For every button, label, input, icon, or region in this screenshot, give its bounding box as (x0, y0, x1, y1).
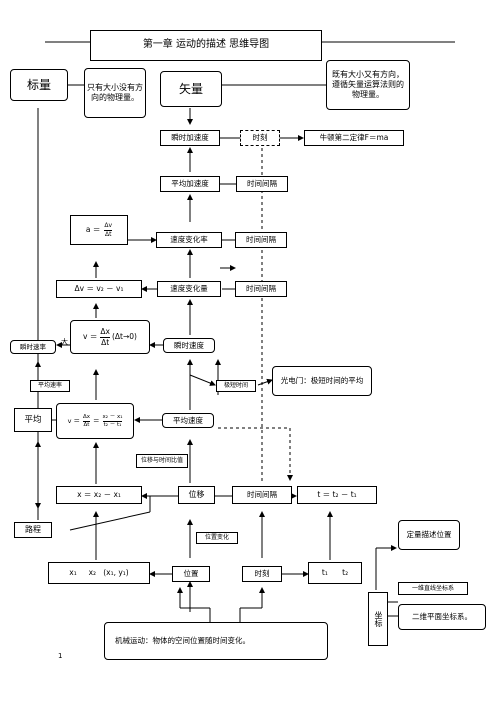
avg-vel-box: 平均速度 (162, 413, 214, 428)
t-formula-box: t ＝ t₂ － t₁ (297, 486, 377, 504)
position-label: 位置 (183, 569, 199, 579)
interval-1-label: 时间间隔 (247, 179, 277, 189)
position-box: 位置 (172, 566, 210, 582)
interval-3-label: 时间间隔 (246, 284, 276, 294)
disp-per-time-box: 位移与时间比值 (136, 454, 188, 468)
extreme-box: 极短时间 (216, 380, 256, 392)
photogate-box: 光电门：极短时间的平均 (272, 366, 372, 396)
coord-2d-label: 二维平面坐标系。 (412, 612, 472, 622)
scalar-desc: 只有大小没有方向的物理量。 (87, 83, 143, 102)
coord-2d-box: 二维平面坐标系。 (398, 604, 486, 630)
equals-sign: ＝ (93, 416, 100, 425)
avg-accel-box: 平均加速度 (160, 176, 220, 192)
disp-per-time-label: 位移与时间比值 (140, 457, 183, 465)
pos-change-label: 位置变化 (204, 534, 229, 542)
mech-motion-label: 机械运动：物体的空间位置随时间变化。 (115, 636, 250, 646)
path-label: 路程 (25, 525, 41, 534)
v-limit-num: Δx (100, 327, 110, 338)
avg-v-f2-den: t₂ － t₁ (103, 421, 122, 428)
coord-1d-label: 一维直线坐标系 (411, 584, 454, 592)
disp-formula-box: x ＝ x₂ － x₁ (56, 486, 142, 504)
avg-v-f1-num: Δx (82, 413, 91, 422)
a-formula-box: a ＝ Δv Δt (70, 215, 128, 245)
scalar-desc-box: 只有大小没有方向的物理量。 (84, 68, 146, 118)
newton-label: 牛顿第二定律F＝ma (319, 133, 389, 143)
avg-v-f2-num: x₂ － x₁ (102, 413, 123, 422)
photogate-label: 光电门：极短时间的平均 (280, 376, 364, 386)
scalar-label: 标量 (26, 77, 51, 92)
v-limit-fraction: Δx Δt (100, 327, 110, 347)
avg-v-formula-box: v ＝ Δx Δt ＝ x₂ － x₁ t₂ － t₁ (56, 403, 134, 439)
a-fraction: Δv Δt (104, 222, 113, 238)
rate-change-label: 速度变化率 (170, 235, 208, 245)
path-box: 路程 (14, 522, 52, 538)
v-limit-den: Δt (101, 337, 110, 347)
inst-accel-label: 瞬时加速度 (171, 133, 209, 143)
avg-vel-label: 平均速度 (173, 415, 203, 425)
vector-desc: 既有大小又有方向，遵循矢量运算法则的物理量。 (332, 70, 404, 99)
dv-formula-label: Δv ＝ v₂ － v₁ (74, 284, 124, 294)
moment-top-label: 时刻 (252, 133, 268, 143)
rate-change-box: 速度变化率 (156, 232, 222, 248)
speed-small-box: 平均速率 (30, 380, 70, 392)
vector-label: 矢量 (179, 81, 204, 96)
vector-box: 矢量 (160, 71, 222, 107)
inst-accel-box: 瞬时加速度 (160, 130, 220, 146)
interval-4-box: 时间间隔 (232, 486, 292, 504)
a-fraction-den: Δt (105, 230, 112, 238)
avg-v-fraction-2: x₂ － x₁ t₂ － t₁ (102, 413, 123, 429)
v-limit-rhs: (Δt→0) (111, 332, 137, 342)
newton-box: 牛顿第二定律F＝ma (304, 130, 404, 146)
dv-formula-box: Δv ＝ v₂ － v₁ (56, 280, 142, 298)
vel-change-box: 速度变化量 (157, 281, 221, 297)
da-label: 大 (61, 338, 68, 346)
v-limit-lhs: v ＝ (83, 332, 98, 342)
avg-accel-label: 平均加速度 (171, 179, 209, 189)
vel-change-label: 速度变化量 (170, 284, 208, 294)
inst-vel-box: 瞬时速度 (163, 338, 215, 353)
inst-speed-left-box: 瞬时速率 (10, 340, 56, 354)
moment-label: 时刻 (254, 569, 270, 579)
title-box: 第一章 运动的描述 思维导图 (90, 30, 322, 61)
coord-label: 坐标 (374, 611, 383, 627)
quant-pos-label: 定量描述位置 (406, 530, 452, 540)
extreme-label: 极短时间 (223, 382, 248, 390)
v-limit-box: v ＝ Δx Δt (Δt→0) (70, 320, 150, 354)
t-values-label: t₁ t₂ (321, 568, 349, 578)
a-fraction-num: Δv (104, 222, 113, 231)
avg-v-fraction-1: Δx Δt (82, 413, 91, 429)
interval-2-label: 时间间隔 (246, 235, 276, 245)
pos-values-box: x₁ x₂ (x₁, y₁) (48, 562, 150, 584)
vector-desc-box: 既有大小又有方向，遵循矢量运算法则的物理量。 (326, 60, 410, 110)
moment-box: 时刻 (242, 566, 282, 582)
avg-speed-label: 平均 (24, 414, 42, 425)
displacement-box: 位移 (178, 486, 215, 504)
scalar-box: 标量 (10, 69, 68, 101)
inst-speed-left-label: 瞬时速率 (20, 342, 46, 351)
moment-top-box: 时刻 (240, 130, 280, 146)
interval-2-box: 时间间隔 (235, 232, 287, 248)
t-formula-label: t ＝ t₂ － t₁ (317, 490, 357, 500)
a-formula-lhs: a ＝ (85, 225, 101, 235)
page-number: 1 (58, 652, 63, 660)
page-title: 第一章 运动的描述 思维导图 (142, 39, 270, 51)
quant-pos-box: 定量描述位置 (398, 520, 460, 550)
interval-4-label: 时间间隔 (247, 490, 277, 500)
displacement-label: 位移 (188, 490, 205, 499)
avg-v-f1-den: Δt (83, 421, 90, 428)
pos-change-box: 位置变化 (196, 532, 238, 544)
pos-values-label: x₁ x₂ (x₁, y₁) (69, 568, 129, 578)
avg-v-lhs: v ＝ (67, 416, 80, 425)
interval-1-box: 时间间隔 (236, 176, 288, 192)
avg-speed-box: 平均 (14, 408, 52, 432)
coord-1d-box: 一维直线坐标系 (398, 582, 468, 595)
interval-3-box: 时间间隔 (235, 281, 287, 297)
t-values-box: t₁ t₂ (308, 562, 362, 584)
mech-motion-box: 机械运动：物体的空间位置随时间变化。 (104, 622, 328, 660)
disp-formula-label: x ＝ x₂ － x₁ (77, 490, 121, 500)
speed-small-label: 平均速率 (37, 382, 62, 390)
coord-box: 坐标 (368, 592, 388, 646)
inst-vel-label: 瞬时速度 (174, 340, 204, 350)
